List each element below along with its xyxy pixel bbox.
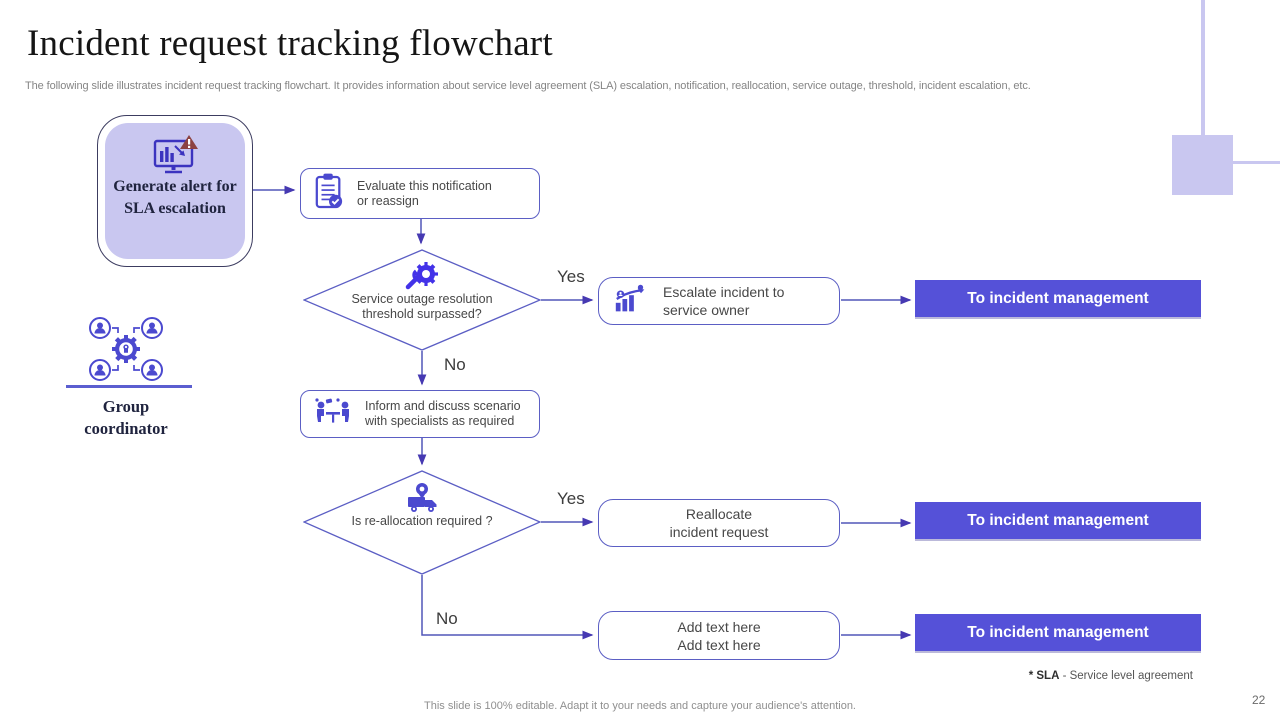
process-escalate-label: Escalate incident to service owner bbox=[663, 284, 785, 318]
decision2-label: Is re-allocation required ? bbox=[351, 514, 493, 528]
process-escalate-incident: Escalate incident to service owner bbox=[598, 277, 840, 325]
truck-pin-icon bbox=[403, 482, 441, 521]
terminal-incident-management-3: To incident management bbox=[915, 614, 1201, 651]
terminal-incident-management-2: To incident management bbox=[915, 502, 1201, 539]
decision-reallocation-required: Is re-allocation required ? bbox=[303, 470, 541, 575]
process-placeholder-label: Add text here Add text here bbox=[677, 618, 761, 653]
branch-yes-1: Yes bbox=[557, 267, 585, 286]
slide-subtitle: The following slide illustrates incident… bbox=[25, 80, 1031, 92]
decor-vertical-line bbox=[1201, 0, 1205, 137]
editable-note: This slide is 100% editable. Adapt it to… bbox=[424, 700, 856, 712]
decision1-label: Service outage resolution threshold surp… bbox=[351, 292, 493, 321]
actor-label: Group coordinator bbox=[84, 397, 168, 438]
process-placeholder: Add text here Add text here bbox=[598, 611, 840, 660]
actor-divider bbox=[66, 385, 192, 388]
team-gear-icon bbox=[86, 316, 166, 387]
sla-abbr: * SLA bbox=[1028, 670, 1060, 682]
sla-definition: - Service level agreement bbox=[1062, 670, 1193, 682]
decor-horizontal-line bbox=[1233, 161, 1280, 164]
alert-monitor-icon bbox=[152, 134, 200, 181]
wrench-gear-icon bbox=[404, 257, 440, 296]
clipboard-check-icon bbox=[314, 172, 344, 215]
decision-service-outage-threshold: Service outage resolution threshold surp… bbox=[303, 249, 541, 351]
growth-people-icon bbox=[612, 284, 650, 319]
start-node-label: Generate alert for SLA escalation bbox=[113, 178, 237, 217]
process-reallocate-request: Reallocate incident request bbox=[598, 499, 840, 547]
start-node-fill bbox=[105, 123, 245, 259]
page-title: Incident request tracking flowchart bbox=[27, 23, 553, 64]
process-evaluate-notification: Evaluate this notification or reassign bbox=[300, 168, 540, 219]
terminal-incident-management-1: To incident management bbox=[915, 280, 1201, 317]
start-node-generate-alert: Generate alert for SLA escalation bbox=[97, 115, 253, 267]
decor-square bbox=[1172, 135, 1233, 195]
branch-no-1: No bbox=[444, 355, 466, 374]
branch-yes-2: Yes bbox=[557, 489, 585, 508]
sla-footnote: * SLA - Service level agreement bbox=[1029, 670, 1193, 682]
process-evaluate-label: Evaluate this notification or reassign bbox=[357, 178, 492, 208]
discussion-icon bbox=[314, 397, 352, 432]
branch-no-2: No bbox=[436, 609, 458, 628]
page-number: 22 bbox=[1252, 693, 1266, 707]
process-reallocate-label: Reallocate incident request bbox=[669, 506, 769, 540]
process-inform-discuss: Inform and discuss scenario with special… bbox=[300, 390, 540, 438]
process-inform-label: Inform and discuss scenario with special… bbox=[365, 399, 521, 428]
